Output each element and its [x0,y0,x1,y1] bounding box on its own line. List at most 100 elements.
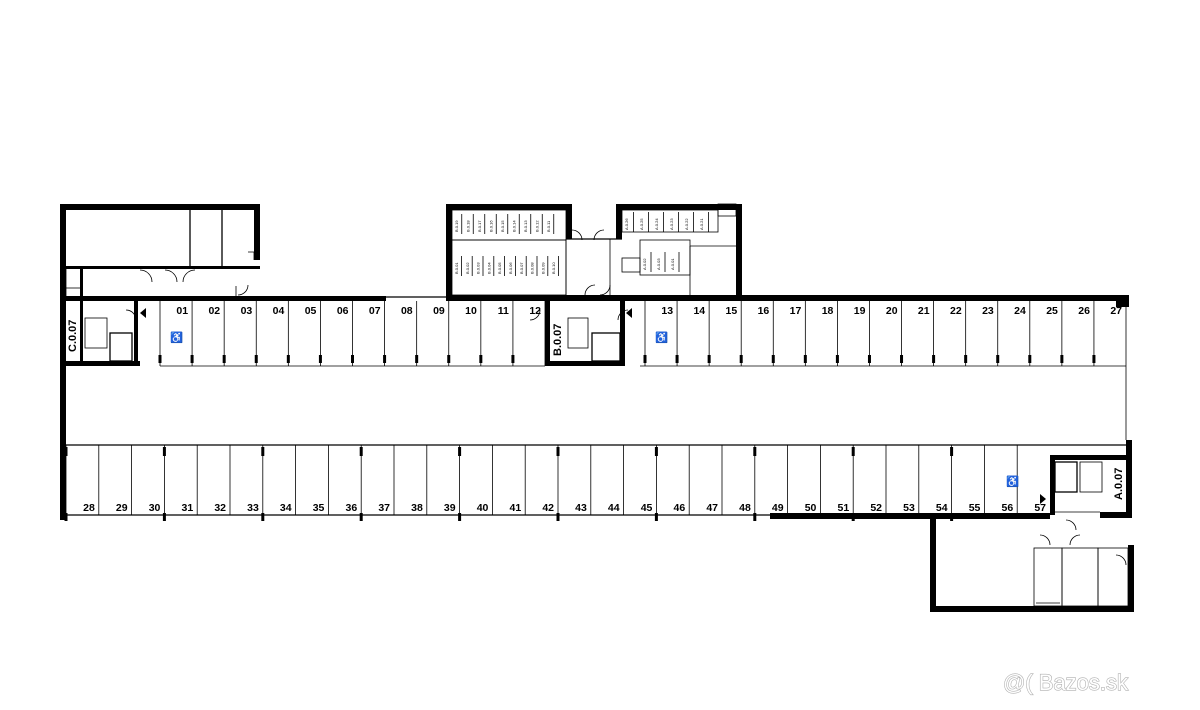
spot-number: 28 [83,502,95,514]
stair-label-a: A.0.07 [1113,468,1125,500]
spot-number: 11 [498,305,509,317]
spot-number: 43 [575,502,587,514]
column [511,355,515,363]
column [654,447,658,456]
spot-number: 12 [529,305,541,317]
spot-number: 33 [247,502,259,514]
spot-number: 18 [822,305,834,317]
column [286,355,290,363]
column [1060,355,1064,363]
locker-label: B.0.18 [466,220,471,232]
locker-label: B.0.09 [540,262,545,274]
column [162,447,166,456]
locker-label: B.0.06 [508,262,513,274]
spot-number: 09 [433,305,445,317]
locker-label: B.0.10 [551,262,556,274]
spot-number: 39 [444,502,456,514]
column [458,513,462,521]
column [261,513,265,521]
spot-number: 10 [465,305,477,317]
column [351,355,354,363]
locker-label: A.0.01 [670,258,675,270]
locker-label: A.0.21 [699,218,704,230]
locker-label: B.0.12 [535,220,540,232]
locker-label: A.0.23 [669,218,674,230]
stair-label-c: C.0.07 [67,320,79,352]
spot-number: 37 [378,502,390,514]
locker-label: B.0.04 [486,262,491,274]
spot-number: 57 [1034,502,1046,514]
spot-number: 42 [542,502,554,514]
spot-number: 54 [936,502,948,514]
column [254,355,258,363]
column [654,513,658,521]
column [739,355,743,363]
spot-number: 05 [305,305,317,317]
column [158,355,162,363]
walls [60,204,1134,612]
column [1092,355,1096,363]
locker-label: A.0.02 [642,258,647,270]
spot-number: 25 [1046,305,1058,317]
column [383,355,387,363]
column [1028,355,1032,363]
spot-number: 13 [661,305,673,317]
column [964,355,968,363]
column [771,355,775,363]
spot-number: 20 [886,305,898,317]
spot-number: 06 [337,305,349,317]
spot-number: 34 [280,502,292,514]
spot-number: 44 [608,502,620,514]
locker-label: B.0.13 [523,220,528,232]
column [851,513,855,521]
locker-label: B.0.16 [489,220,494,232]
spot-number: 15 [726,305,738,317]
column [415,355,419,363]
spot-number: 45 [641,502,653,514]
arrow-icon [626,308,632,318]
column [996,355,1000,363]
spot-number: 07 [369,305,381,317]
spot-number: 52 [870,502,882,514]
spot-number: 53 [903,502,915,514]
column [851,447,855,456]
column [162,513,166,521]
column [64,447,68,456]
column [447,355,451,363]
column [458,447,462,456]
column [318,355,322,363]
column [261,447,265,456]
column [556,513,560,521]
accessibility-icon: ♿ [655,331,668,344]
spot-number: 02 [208,305,220,317]
spot-number: 27 [1110,305,1122,317]
spot-number: 01 [176,305,188,317]
spot-number: 24 [1014,305,1026,317]
column [835,355,839,363]
column [675,355,679,363]
locker-label: B.0.17 [477,220,482,232]
spot-number: 14 [693,305,705,317]
column [64,513,68,521]
column [190,355,194,363]
locker-label: A.0.26 [624,218,629,230]
spot-number: 47 [706,502,718,514]
locker-label: B.0.01 [454,262,459,274]
column [932,355,936,363]
interior-lines [65,203,1129,607]
column [222,355,226,363]
spot-number: 17 [790,305,802,317]
column [359,447,363,456]
spot-number: 04 [273,305,285,317]
spot-number: 08 [401,305,413,317]
spot-number: 46 [674,502,686,514]
column [753,513,757,521]
locker-label: B.0.07 [519,262,524,274]
column [950,447,954,456]
arrow-icon [140,308,146,318]
locker-label: A.0.22 [684,218,689,230]
